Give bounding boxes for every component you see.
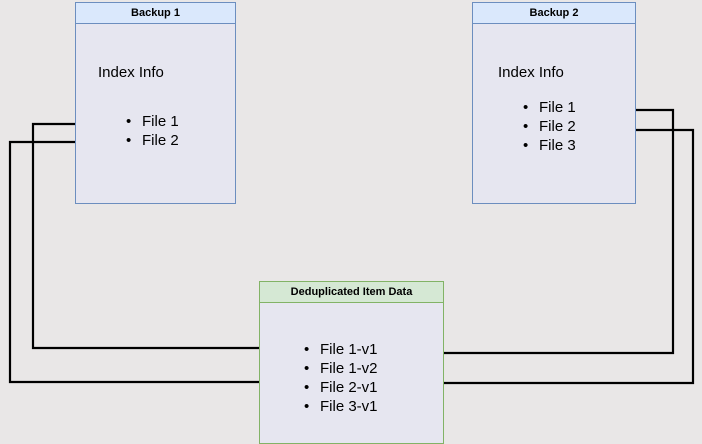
node-dedup-header: Deduplicated Item Data (260, 282, 443, 303)
list-item[interactable]: File 2 (126, 131, 179, 150)
node-dedup-body: File 1-v1 File 1-v2 File 2-v1 File 3-v1 (260, 303, 443, 443)
backup-1-index-info-label: Index Info (98, 64, 164, 81)
list-item[interactable]: File 2-v1 (304, 378, 378, 397)
node-backup-2[interactable]: Backup 2 Index Info File 1 File 2 File 3 (472, 2, 636, 204)
dedup-item-list: File 1-v1 File 1-v2 File 2-v1 File 3-v1 (304, 340, 378, 416)
list-item[interactable]: File 1-v2 (304, 359, 378, 378)
node-backup-2-header: Backup 2 (473, 3, 635, 24)
list-item[interactable]: File 3-v1 (304, 397, 378, 416)
node-deduplicated-item-data[interactable]: Deduplicated Item Data File 1-v1 File 1-… (259, 281, 444, 444)
backup-2-index-info-label: Index Info (498, 64, 564, 81)
list-item[interactable]: File 1 (523, 98, 576, 117)
node-backup-2-body: Index Info File 1 File 2 File 3 (473, 24, 635, 203)
node-backup-1-body: Index Info File 1 File 2 (76, 24, 235, 203)
node-backup-1[interactable]: Backup 1 Index Info File 1 File 2 (75, 2, 236, 204)
backup-1-file-list: File 1 File 2 (126, 112, 179, 150)
list-item[interactable]: File 3 (523, 136, 576, 155)
node-backup-1-header: Backup 1 (76, 3, 235, 24)
list-item[interactable]: File 1-v1 (304, 340, 378, 359)
list-item[interactable]: File 1 (126, 112, 179, 131)
backup-2-file-list: File 1 File 2 File 3 (523, 98, 576, 155)
list-item[interactable]: File 2 (523, 117, 576, 136)
